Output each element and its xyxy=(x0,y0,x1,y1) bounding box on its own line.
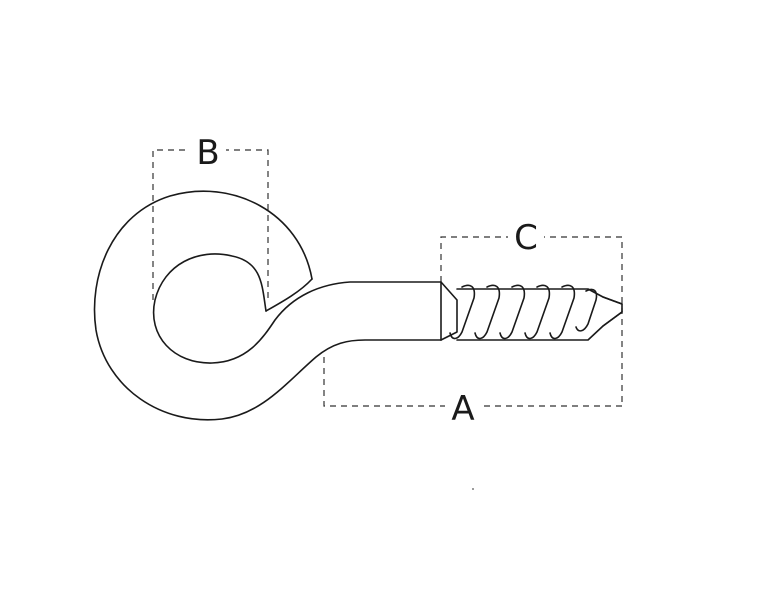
dimension-a-label: A xyxy=(451,389,474,429)
dimension-c-label: C xyxy=(514,218,538,258)
dimension-a-bracket xyxy=(323,357,622,407)
screw-point xyxy=(602,296,623,327)
dimension-b-label: B xyxy=(196,133,219,173)
hook-tip xyxy=(265,278,313,312)
stray-mark xyxy=(472,488,474,490)
dimension-b-label-mask xyxy=(190,134,226,170)
hook-inner-outline xyxy=(152,253,442,364)
dimension-c-label-mask xyxy=(508,219,544,255)
thread-crests xyxy=(449,284,598,340)
hook-outer-outline xyxy=(93,190,442,421)
dimension-a-label-mask xyxy=(445,389,481,425)
dimension-c-bracket xyxy=(440,236,623,406)
thread-taper xyxy=(440,281,458,341)
